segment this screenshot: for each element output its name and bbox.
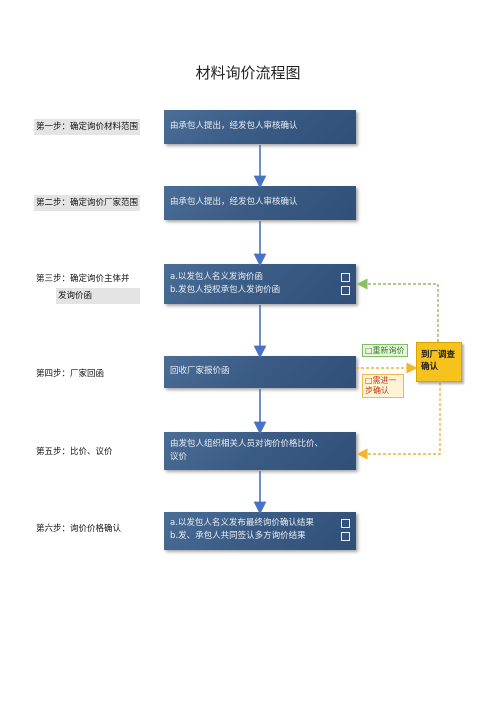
step-5-box-line2: 议价 xyxy=(170,452,188,462)
step-4-label: 第四步：厂家回函 xyxy=(36,369,105,379)
step-5-box-line1: 由发包人组织相关人员对询价价格比价、 xyxy=(170,439,324,449)
checkbox-icon xyxy=(341,286,350,295)
step-2-box-text: 由承包人提出，经发包人审核确认 xyxy=(170,197,298,207)
factory-to-step5-line xyxy=(356,383,441,460)
step-5-label: 第五步：比价、议价 xyxy=(36,447,113,457)
step-6-label: 第六步：询价价格确认 xyxy=(36,524,122,534)
step-3-label-line1: 第三步：确定询价主体并 xyxy=(36,274,130,284)
checkbox-icon xyxy=(341,532,350,541)
step-3-option-b: b.发包人授权承包人发询价函 xyxy=(170,285,281,295)
step-6-box: a.以发包人名义发布最终询价确认结果 b.发、承包人共同签认多方询价结果 xyxy=(164,512,356,550)
step-4-box-text: 回收厂家报价函 xyxy=(170,366,230,376)
step-3-option-a: a.以发包人名义发询价函 xyxy=(170,272,263,282)
re-inquiry-tag: □重新询价 xyxy=(362,344,408,357)
step-1-box: 由承包人提出，经发包人审核确认 xyxy=(164,110,356,144)
further-confirm-tag: □需进一步确认 xyxy=(362,374,404,398)
step-1-label: 第一步：确定询价材料范围 xyxy=(34,119,141,135)
step-2-box: 由承包人提出，经发包人审核确认 xyxy=(164,186,356,220)
step-3-label-line2: 发询价函 xyxy=(56,288,140,304)
step-2-label: 第二步：确定询价厂家范围 xyxy=(34,195,141,211)
step-5-box: 由发包人组织相关人员对询价价格比价、 议价 xyxy=(164,432,356,470)
page-title: 材料询价流程图 xyxy=(195,64,301,82)
step-4-box: 回收厂家报价函 xyxy=(164,356,356,388)
factory-check-box: 到厂调查确认 xyxy=(416,342,462,382)
checkbox-icon xyxy=(341,273,350,282)
checkbox-icon xyxy=(341,519,350,528)
step-3-box: a.以发包人名义发询价函 b.发包人授权承包人发询价函 xyxy=(164,264,356,304)
step-6-option-a: a.以发包人名义发布最终询价确认结果 xyxy=(170,518,314,528)
step-6-option-b: b.发、承包人共同签认多方询价结果 xyxy=(170,531,306,541)
step-1-box-text: 由承包人提出，经发包人审核确认 xyxy=(170,121,298,131)
redo-inquiry-line xyxy=(356,278,439,342)
